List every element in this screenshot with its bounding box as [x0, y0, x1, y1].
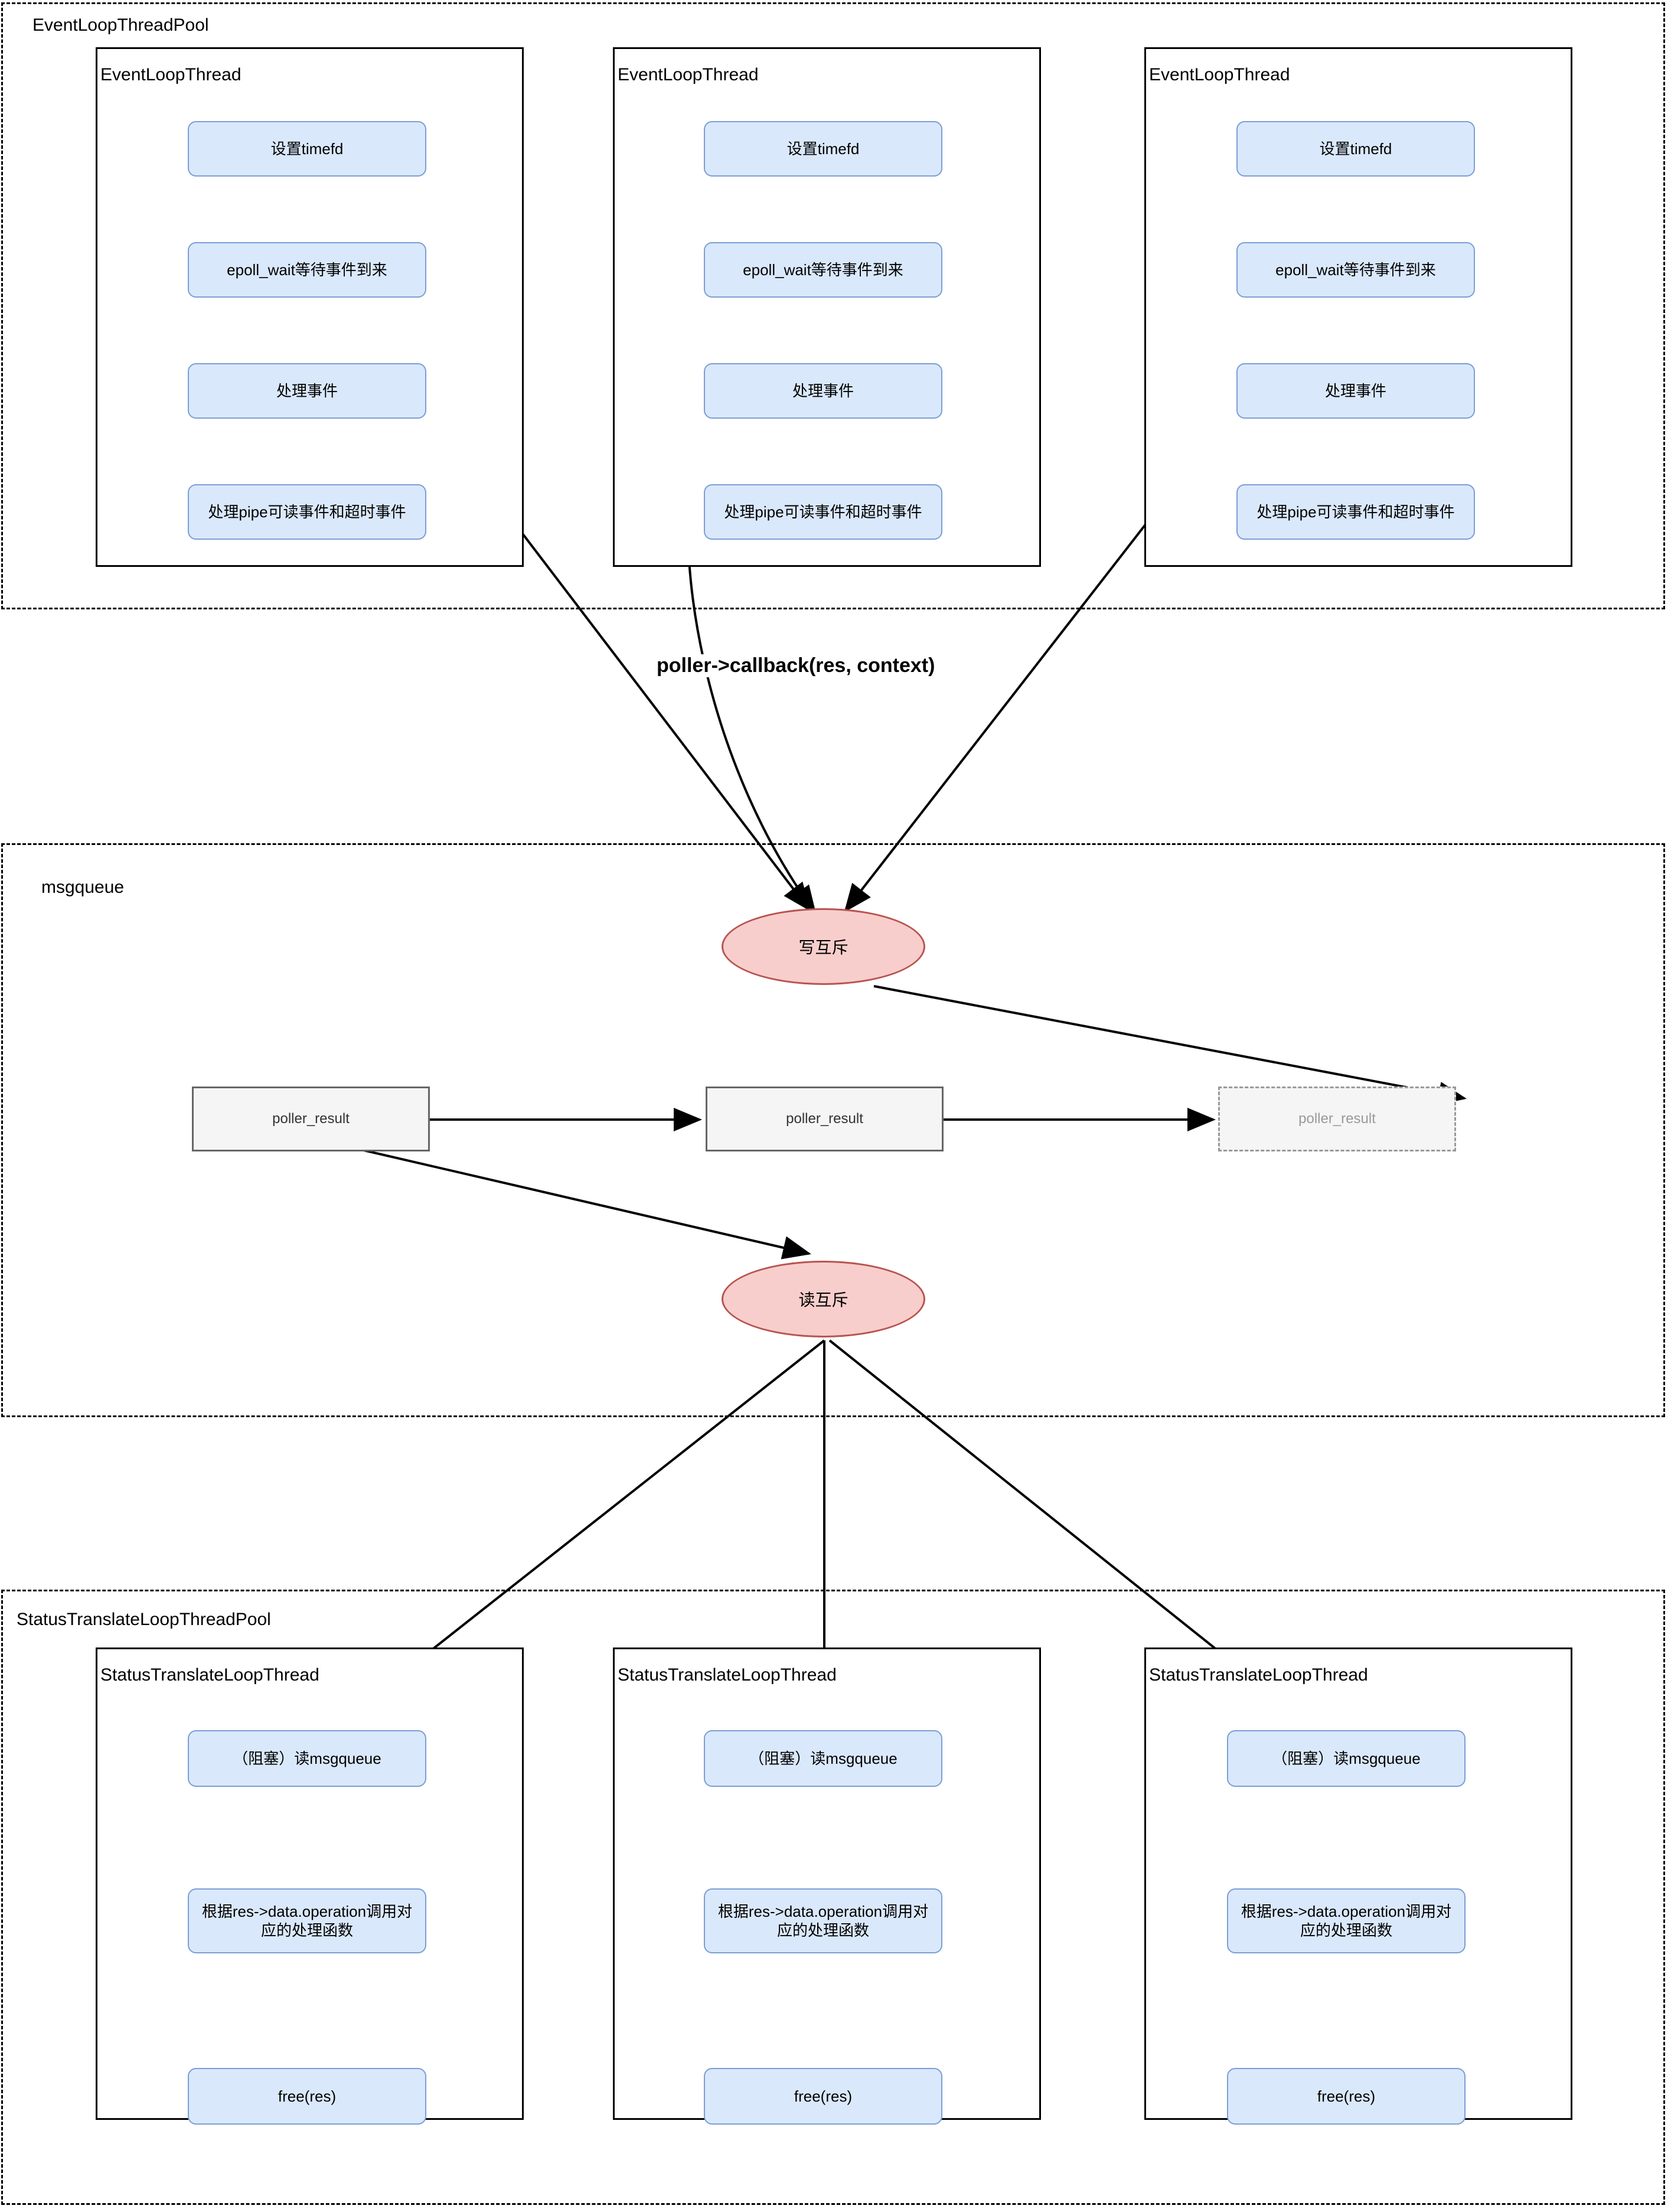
status-translate-thread-1-label: StatusTranslateLoopThread [100, 1665, 319, 1685]
status-1-step-1: （阻塞）读msgqueue [188, 1730, 426, 1787]
status-3-step-2: 根据res->data.operation调用对应的处理函数 [1227, 1888, 1466, 1953]
msgqueue-pool-label: msgqueue [41, 877, 125, 897]
poller-result-node-1: poller_result [192, 1087, 430, 1151]
eventloop-thread-2-label: EventLoopThread [618, 65, 759, 84]
callback-edge-label: poller->callback(res, context) [654, 654, 938, 677]
poller-result-node-3-ghost: poller_result [1218, 1087, 1456, 1151]
status-translate-thread-1 [96, 1647, 524, 2120]
eventloop-1-step-4: 处理pipe可读事件和超时事件 [188, 484, 426, 540]
eventloop-1-step-2: epoll_wait等待事件到来 [188, 242, 426, 298]
status-translate-thread-3-label: StatusTranslateLoopThread [1149, 1665, 1368, 1685]
eventloop-thread-1-label: EventLoopThread [100, 65, 241, 84]
eventloop-thread-pool-label: EventLoopThreadPool [32, 15, 209, 35]
status-translate-thread-2 [613, 1647, 1041, 2120]
read-mutex-node: 读互斥 [722, 1261, 925, 1337]
eventloop-thread-3-label: EventLoopThread [1149, 65, 1290, 84]
eventloop-thread-pool [1, 2, 1665, 609]
eventloop-3-step-3: 处理事件 [1236, 363, 1475, 419]
eventloop-3-step-1: 设置timefd [1236, 121, 1475, 177]
status-translate-thread-2-label: StatusTranslateLoopThread [618, 1665, 837, 1685]
eventloop-2-step-1: 设置timefd [704, 121, 942, 177]
status-1-step-2: 根据res->data.operation调用对应的处理函数 [188, 1888, 426, 1953]
status-2-step-3: free(res) [704, 2068, 942, 2125]
status-3-step-3: free(res) [1227, 2068, 1466, 2125]
status-2-step-1: （阻塞）读msgqueue [704, 1730, 942, 1787]
poller-result-node-2: poller_result [706, 1087, 944, 1151]
eventloop-1-step-3: 处理事件 [188, 363, 426, 419]
status-translate-thread-pool-label: StatusTranslateLoopThreadPool [17, 1610, 271, 1629]
status-translate-thread-3 [1144, 1647, 1572, 2120]
status-translate-thread-pool [1, 1590, 1665, 2205]
status-2-step-2: 根据res->data.operation调用对应的处理函数 [704, 1888, 942, 1953]
status-3-step-1: （阻塞）读msgqueue [1227, 1730, 1466, 1787]
eventloop-2-step-3: 处理事件 [704, 363, 942, 419]
status-1-step-3: free(res) [188, 2068, 426, 2125]
write-mutex-node: 写互斥 [722, 908, 925, 985]
msgqueue-pool [1, 843, 1665, 1417]
eventloop-3-step-4: 处理pipe可读事件和超时事件 [1236, 484, 1475, 540]
eventloop-2-step-4: 处理pipe可读事件和超时事件 [704, 484, 942, 540]
eventloop-2-step-2: epoll_wait等待事件到来 [704, 242, 942, 298]
eventloop-3-step-2: epoll_wait等待事件到来 [1236, 242, 1475, 298]
eventloop-1-step-1: 设置timefd [188, 121, 426, 177]
